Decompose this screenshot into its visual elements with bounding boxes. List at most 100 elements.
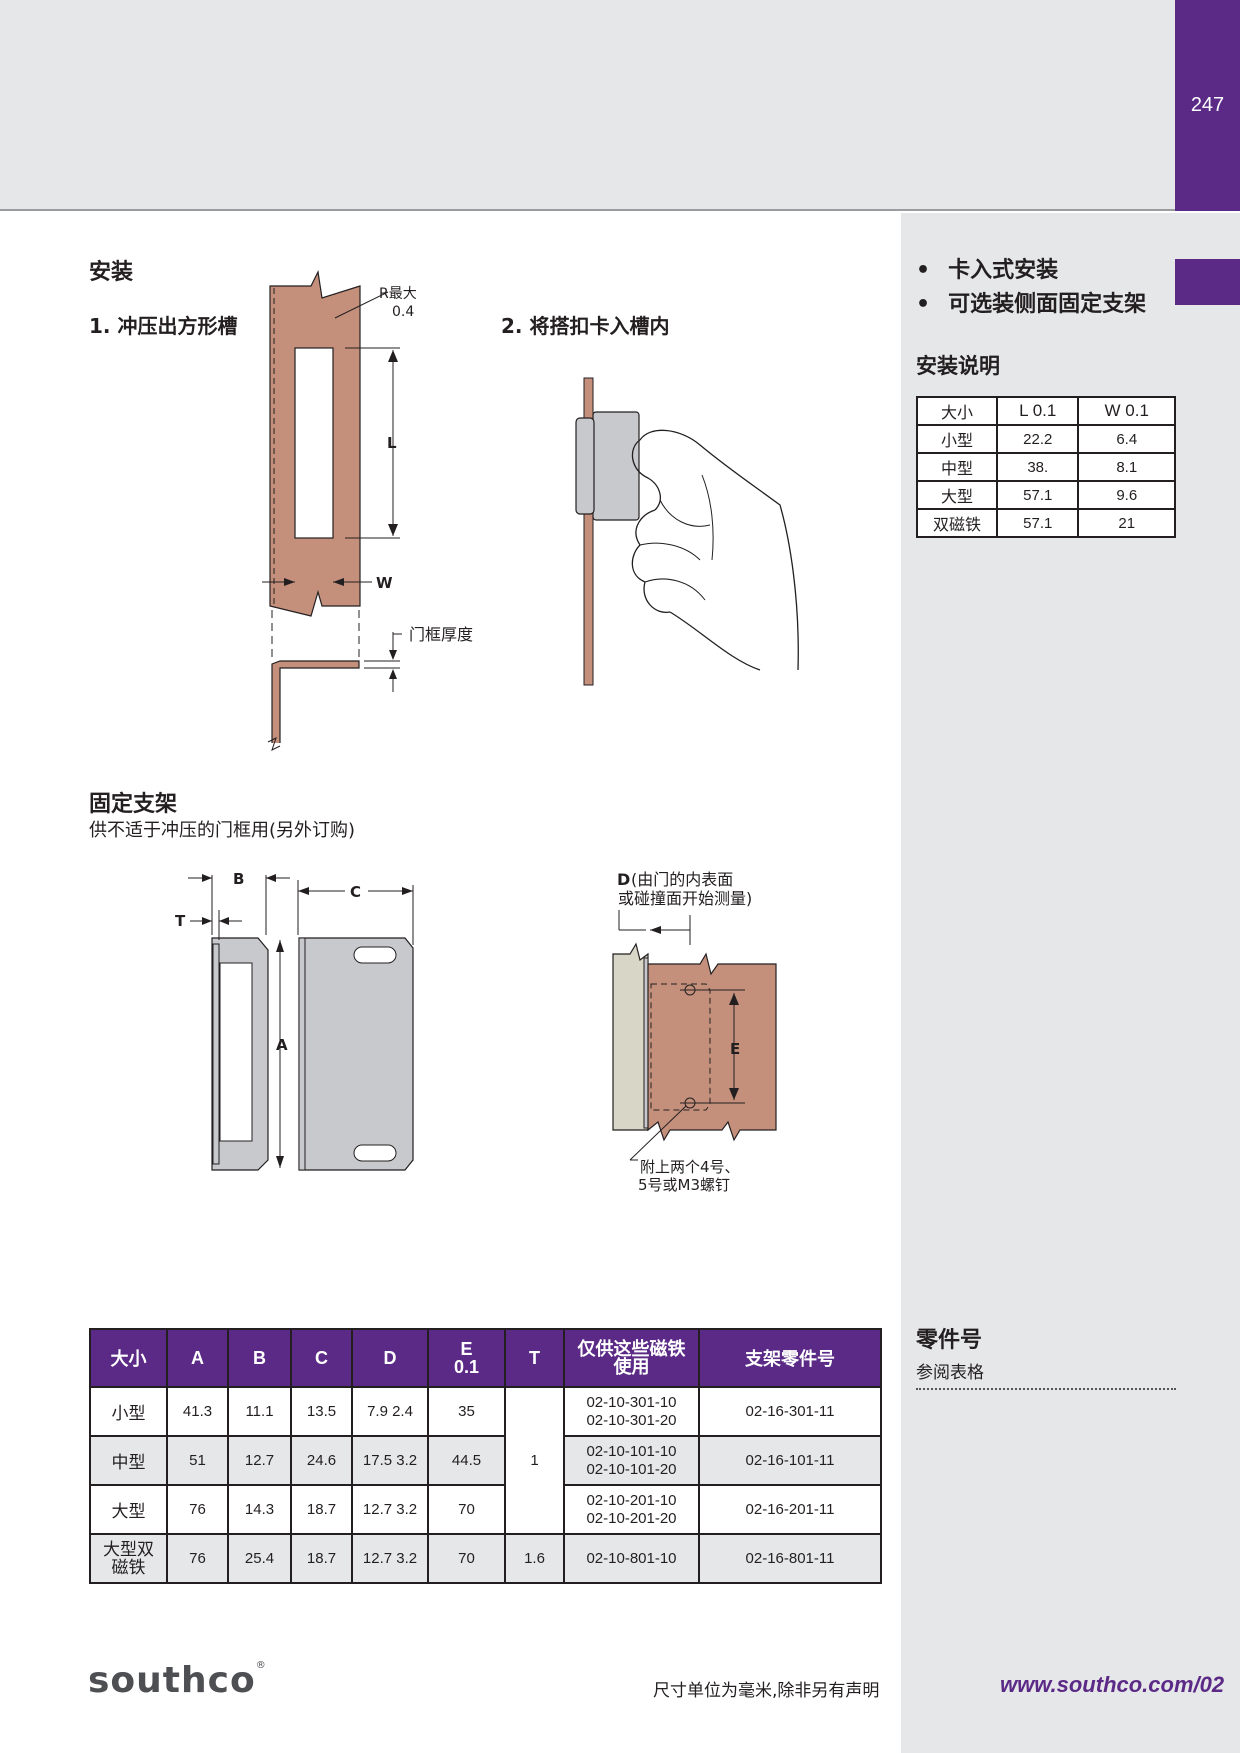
table-cell: 大型 bbox=[89, 1484, 168, 1535]
frame-thickness-label: 门框厚度 bbox=[409, 625, 473, 644]
table-cell: 11.1 bbox=[227, 1386, 292, 1437]
table-cell: 38. bbox=[995, 452, 1080, 482]
slot-dimensions-table: 大小 L 0.1 W 0.1 小型 22.2 6.4 中型 38. 8.1 大型… bbox=[916, 396, 1176, 538]
table-cell: 1.6 bbox=[504, 1533, 565, 1584]
table-row: 大型 76 14.3 18.7 12.7 3.2 70 02-10-201-10… bbox=[89, 1484, 882, 1535]
table-cell: 9.6 bbox=[1077, 480, 1176, 510]
table-cell: 17.5 3.2 bbox=[351, 1435, 429, 1486]
header-cell: D bbox=[351, 1328, 429, 1388]
header-cell: T bbox=[504, 1328, 565, 1388]
table-cell: 02-16-201-11 bbox=[698, 1484, 882, 1535]
install-heading: 安装 bbox=[89, 260, 134, 285]
table-cell: 12.7 bbox=[227, 1435, 292, 1486]
header-cell: C bbox=[290, 1328, 353, 1388]
d-note-line2: 或碰撞面开始测量) bbox=[618, 889, 752, 908]
magnet-part-number: 02-10-201-10 bbox=[586, 1491, 677, 1509]
d-note-line1: (由门的内表面 bbox=[631, 870, 733, 889]
header-cell: 仅供这些磁铁 使用 bbox=[563, 1328, 700, 1388]
header-cell: A bbox=[166, 1328, 229, 1388]
magnet-part-number: 02-10-301-10 bbox=[586, 1393, 677, 1411]
header-cell: 支架零件号 bbox=[698, 1328, 882, 1388]
dotted-divider bbox=[916, 1388, 1176, 1390]
table-cell: 57.1 bbox=[995, 508, 1080, 538]
southco-logo: southco® bbox=[88, 1660, 267, 1701]
header-line: 使用 bbox=[613, 1357, 650, 1377]
bracket-mounted-figure: D (由门的内表面 或碰撞面开始测量) E 附上两个4号、 5号或M3螺钉 bbox=[612, 870, 777, 1194]
part-number-subtitle: 参阅表格 bbox=[916, 1363, 984, 1383]
table-cell: 18.7 bbox=[290, 1484, 353, 1535]
side-tab bbox=[1175, 259, 1240, 305]
part-number-title: 零件号 bbox=[916, 1328, 983, 1353]
table-cell: 13.5 bbox=[290, 1386, 353, 1437]
slot-figure: R最大 0.4 L W 门框厚度 bbox=[262, 270, 473, 751]
install-step-2: 2. 将搭扣卡入槽内 bbox=[501, 314, 670, 338]
size-line: 大型双 bbox=[103, 1539, 154, 1560]
table-cell: 小型 bbox=[916, 424, 998, 454]
table-cell: 14.3 bbox=[227, 1484, 292, 1535]
screw-note-line2: 5号或M3螺钉 bbox=[638, 1176, 730, 1194]
website-link[interactable]: www.southco.com/02 bbox=[1000, 1672, 1225, 1697]
table-row: 小型 41.3 11.1 13.5 7.9 2.4 35 1 02-10-301… bbox=[89, 1386, 882, 1535]
header-cell: 大小 bbox=[916, 396, 998, 426]
registered-mark: ® bbox=[255, 1660, 267, 1671]
table-cell: 12.7 3.2 bbox=[351, 1484, 429, 1535]
table-cell: 中型 bbox=[916, 452, 998, 482]
bracket-dimension-figure: A B C T bbox=[175, 870, 414, 1171]
magnet-part-number: 02-10-301-20 bbox=[586, 1411, 677, 1429]
table-cell: 44.5 bbox=[427, 1435, 506, 1486]
magnet-part-number: 02-10-101-20 bbox=[586, 1460, 677, 1478]
table-cell: 02-16-801-11 bbox=[698, 1533, 882, 1584]
bracket-subheading: 供不适于冲压的门框用(另外订购) bbox=[89, 820, 356, 841]
table-header-row: 大小 L 0.1 W 0.1 bbox=[916, 396, 1176, 426]
table-header-row: 大小 A B C D E 0.1 T 仅供这些磁铁 使用 支架零件号 bbox=[89, 1328, 882, 1388]
dim-t-label: T bbox=[175, 912, 186, 930]
header-cell: W 0.1 bbox=[1077, 396, 1176, 426]
header-line: 0.1 bbox=[453, 1357, 480, 1377]
table-cell: 18.7 bbox=[290, 1533, 353, 1584]
table-row: 大型 57.1 9.6 bbox=[916, 480, 1176, 510]
table-cell: 02-10-801-10 bbox=[563, 1533, 700, 1584]
table-cell: 中型 bbox=[89, 1435, 168, 1486]
table-cell: 24.6 bbox=[290, 1435, 353, 1486]
screw-note-line1: 附上两个4号、 bbox=[640, 1158, 740, 1176]
table-row: 中型 51 12.7 24.6 17.5 3.2 44.5 02-10-101-… bbox=[89, 1435, 882, 1486]
bracket-spec-table: 大小 A B C D E 0.1 T 仅供这些磁铁 使用 支架零件号 小型 41… bbox=[89, 1328, 882, 1584]
table-cell: 1 bbox=[504, 1386, 565, 1535]
install-instructions-title: 安装说明 bbox=[916, 354, 1000, 378]
table-cell: 双磁铁 bbox=[916, 508, 998, 538]
table-cell: 76 bbox=[166, 1484, 229, 1535]
r-label: R最大 bbox=[379, 286, 417, 302]
page-number: 247 bbox=[1190, 94, 1225, 116]
table-cell: 51 bbox=[166, 1435, 229, 1486]
table-cell: 02-10-301-10 02-10-301-20 bbox=[563, 1386, 700, 1437]
header-band bbox=[0, 0, 1240, 211]
dim-e-label: E bbox=[730, 1040, 740, 1058]
table-cell: 35 bbox=[427, 1386, 506, 1437]
table-row: 小型 22.2 6.4 bbox=[916, 424, 1176, 454]
table-cell: 25.4 bbox=[227, 1533, 292, 1584]
dim-c-label: C bbox=[350, 883, 361, 901]
table-cell: 02-16-301-11 bbox=[698, 1386, 882, 1437]
table-cell: 小型 bbox=[89, 1386, 168, 1437]
table-cell: 70 bbox=[427, 1533, 506, 1584]
page-tab bbox=[1175, 0, 1240, 211]
header-line: E bbox=[460, 1339, 473, 1359]
table-cell: 70 bbox=[427, 1484, 506, 1535]
dim-b-label: B bbox=[233, 870, 244, 888]
r-value: 0.4 bbox=[392, 304, 414, 320]
install-step-1: 1. 冲压出方形槽 bbox=[89, 314, 238, 338]
table-cell: 02-10-201-10 02-10-201-20 bbox=[563, 1484, 700, 1535]
table-cell: 41.3 bbox=[166, 1386, 229, 1437]
table-cell: 22.2 bbox=[995, 424, 1080, 454]
table-cell: 02-16-101-11 bbox=[698, 1435, 882, 1486]
logo-wordmark: southco bbox=[88, 1660, 256, 1701]
table-row: 双磁铁 57.1 21 bbox=[916, 508, 1176, 538]
table-cell: 6.4 bbox=[1077, 424, 1176, 454]
table-cell: 12.7 3.2 bbox=[351, 1533, 429, 1584]
units-footnote: 尺寸单位为毫米,除非另有声明 bbox=[653, 1681, 880, 1701]
header-cell: L 0.1 bbox=[995, 396, 1080, 426]
table-cell: 8.1 bbox=[1077, 452, 1176, 482]
table-row: 中型 38. 8.1 bbox=[916, 452, 1176, 482]
table-cell: 大型双 磁铁 bbox=[89, 1533, 168, 1584]
table-cell: 7.9 2.4 bbox=[351, 1386, 429, 1437]
